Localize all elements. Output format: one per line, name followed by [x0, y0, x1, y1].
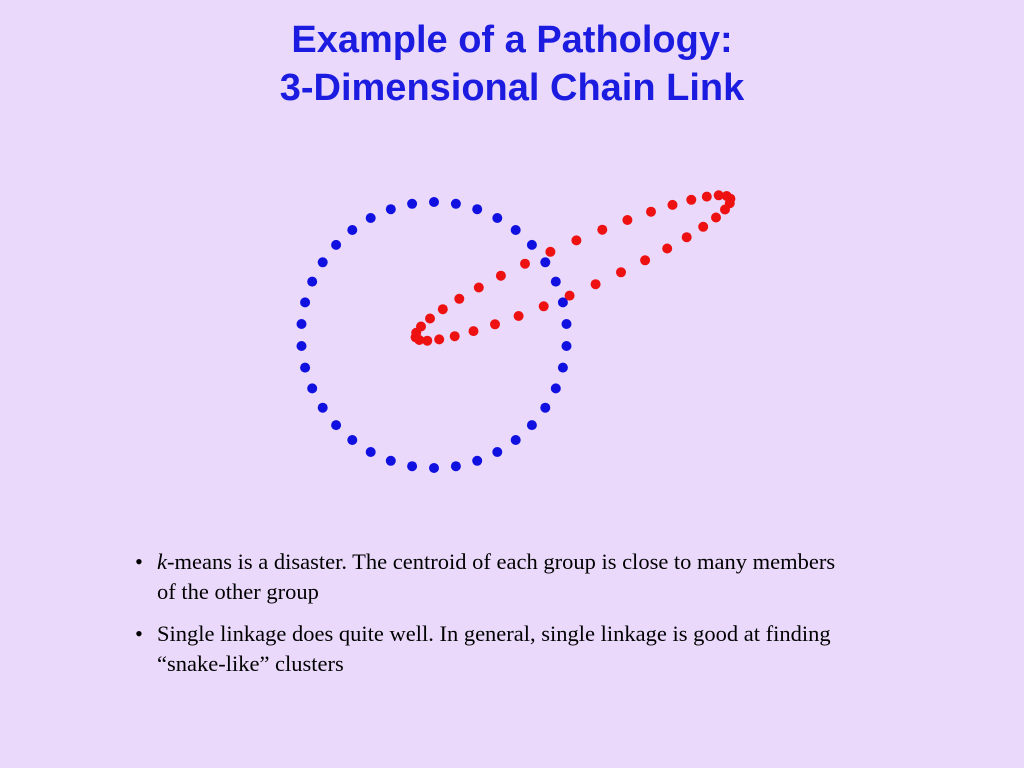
red-ring-dot	[721, 191, 732, 201]
blue-ring-dot	[300, 297, 311, 308]
blue-ring-dot	[385, 455, 396, 466]
red-ring-dot	[711, 212, 721, 223]
blue-ring-dot	[407, 461, 418, 472]
red-ring-dot	[698, 221, 709, 232]
blue-ring-dot	[307, 383, 318, 394]
blue-ring-dot	[429, 463, 439, 473]
red-ring-dot	[597, 224, 608, 235]
red-ring-dot	[646, 206, 656, 217]
blue-ring-cluster	[296, 197, 572, 473]
red-ring-dot	[564, 290, 575, 301]
blue-ring-dot	[317, 257, 328, 268]
red-ring-dot	[667, 199, 678, 210]
blue-ring-dot	[510, 225, 521, 235]
blue-ring-dot	[365, 213, 376, 223]
blue-ring-dot	[540, 402, 551, 413]
blue-ring-dot	[492, 447, 503, 457]
blue-ring-dot	[407, 198, 418, 209]
blue-ring-dot	[296, 341, 307, 351]
blue-ring-dot	[492, 213, 503, 223]
blue-ring-dot	[550, 276, 561, 287]
bullet-dot: •	[135, 549, 143, 574]
red-ring-dot	[622, 215, 633, 225]
red-ring-dot	[616, 267, 626, 278]
red-ring-dot	[425, 313, 435, 324]
red-ring-dot	[662, 243, 673, 254]
bullet-list: • k-means is a disaster. The centroid of…	[133, 547, 853, 691]
red-ring-dot	[590, 279, 601, 290]
red-ring-dot	[538, 301, 549, 312]
red-ring-dot	[454, 293, 465, 304]
blue-ring-dot	[300, 362, 311, 373]
red-ring-dot	[437, 304, 448, 315]
red-ring-dot	[701, 191, 712, 202]
blue-ring-dot	[450, 198, 461, 209]
blue-ring-dot	[550, 383, 561, 394]
red-ring-dot	[545, 246, 556, 257]
red-ring-dot	[686, 194, 697, 205]
red-ring-dot	[720, 204, 730, 215]
blue-ring-dot	[561, 319, 572, 329]
slide-title: Example of a Pathology: 3-Dimensional Ch…	[0, 16, 1024, 112]
k-variable: k	[157, 549, 167, 574]
bullet-item-single-linkage: • Single linkage does quite well. In gen…	[133, 619, 853, 679]
blue-ring-dot	[526, 420, 537, 431]
blue-ring-dot	[317, 402, 328, 413]
red-ring-dot	[713, 190, 724, 201]
blue-ring-dot	[557, 362, 568, 373]
red-ring-dot	[416, 321, 426, 332]
blue-ring-dot	[385, 204, 396, 215]
blue-ring-dot	[540, 257, 551, 268]
blue-ring-dot	[557, 297, 568, 308]
bullet-text-single-linkage: Single linkage does quite well. In gener…	[157, 621, 831, 676]
blue-ring-dot	[307, 276, 318, 287]
blue-ring-dot	[472, 455, 483, 466]
red-ring-dot	[495, 270, 506, 281]
red-ring-dot	[490, 319, 500, 330]
bullet-text-kmeans: -means is a disaster. The centroid of ea…	[157, 549, 836, 604]
blue-ring-dot	[510, 435, 521, 445]
red-ring-dot	[640, 255, 651, 266]
title-line-1: Example of a Pathology:	[291, 19, 733, 61]
red-ring-dot	[520, 258, 530, 269]
blue-ring-dot	[347, 225, 358, 235]
blue-ring-dot	[429, 197, 439, 207]
blue-ring-dot	[365, 447, 376, 457]
blue-ring-dot	[472, 204, 483, 215]
blue-ring-dot	[331, 420, 342, 431]
bullet-dot: •	[135, 621, 143, 646]
blue-ring-dot	[450, 461, 461, 472]
red-ring-dot	[571, 235, 582, 246]
red-ring-cluster	[410, 190, 736, 346]
bullet-item-kmeans: • k-means is a disaster. The centroid of…	[133, 547, 853, 607]
red-ring-dot	[468, 326, 479, 337]
red-ring-dot	[513, 311, 524, 321]
blue-ring-dot	[296, 319, 307, 329]
red-ring-dot	[449, 331, 460, 342]
red-ring-dot	[681, 232, 692, 243]
red-ring-dot	[434, 334, 445, 345]
red-ring-dot	[422, 335, 433, 346]
blue-ring-dot	[347, 435, 358, 445]
blue-ring-dot	[561, 341, 572, 351]
title-line-2: 3-Dimensional Chain Link	[279, 67, 745, 109]
blue-ring-dot	[331, 239, 342, 250]
red-ring-dot	[473, 282, 484, 293]
blue-ring-dot	[526, 239, 537, 250]
